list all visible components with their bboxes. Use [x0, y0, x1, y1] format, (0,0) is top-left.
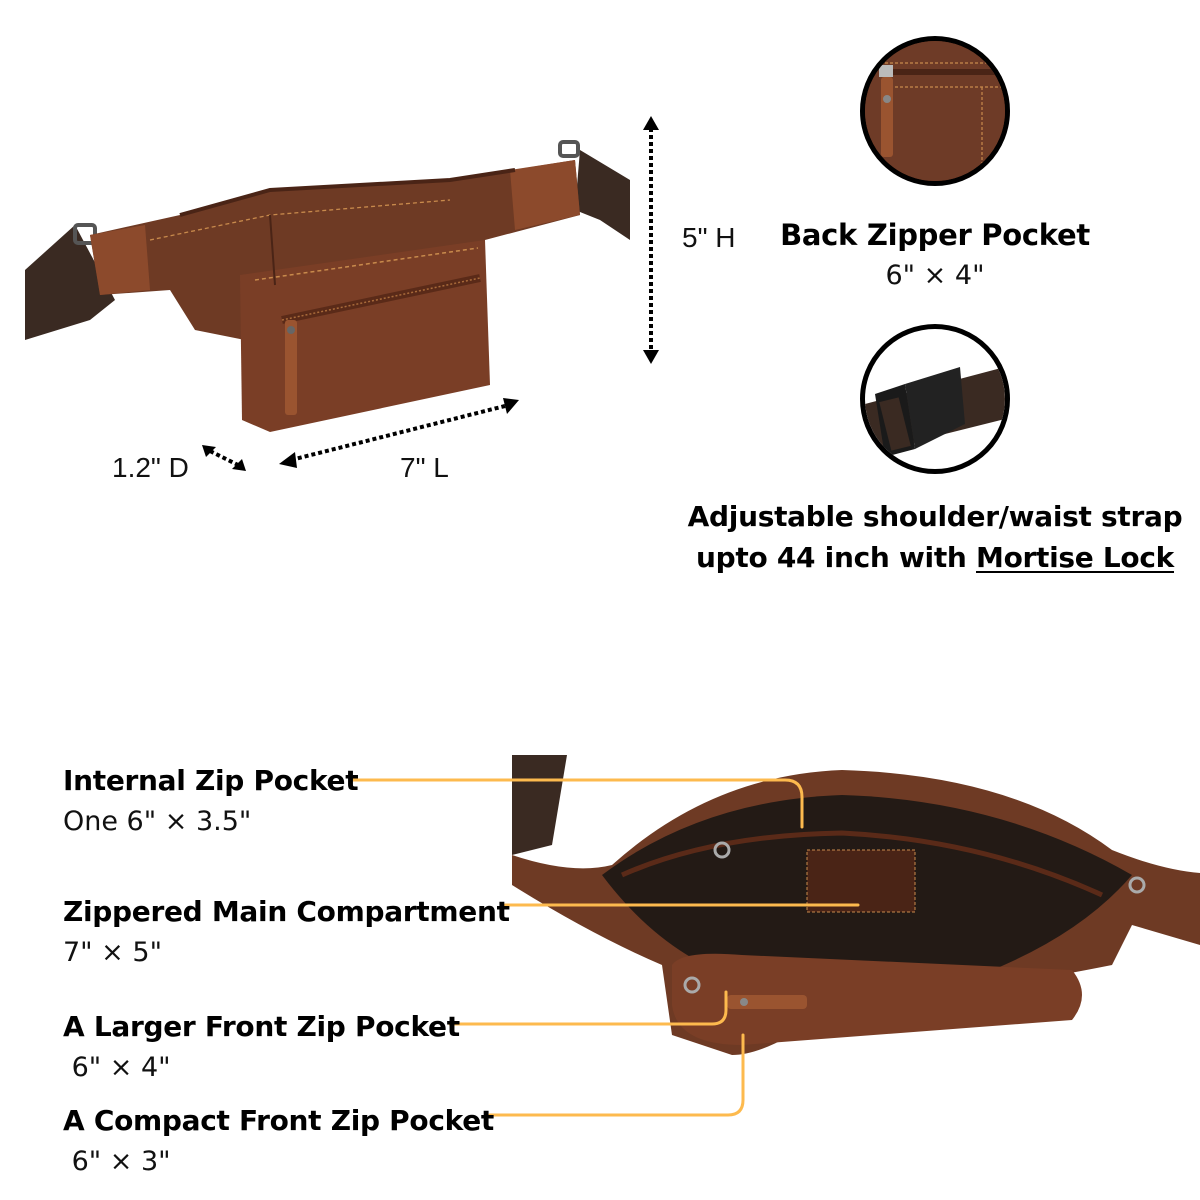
- back-pocket-closeup-image: [860, 36, 1010, 186]
- depth-label: 1.2" D: [112, 452, 189, 483]
- depth-dimension-arrow: [200, 443, 248, 473]
- bag-illustration: [25, 140, 630, 432]
- feature-title-internal-zip-pocket: Internal Zip Pocket: [63, 764, 359, 797]
- feature-title-compact-front-pocket: A Compact Front Zip Pocket: [63, 1104, 494, 1137]
- feature-size-internal-zip-pocket: One 6" × 3.5": [63, 806, 252, 837]
- back-pocket-title: Back Zipper Pocket: [780, 218, 1090, 252]
- strap-description-prefix: upto 44 inch with: [695, 541, 976, 574]
- back-pocket-size: 6" × 4": [885, 260, 985, 291]
- feature-size-larger-front-pocket: 6" × 4": [63, 1052, 171, 1083]
- feature-size-compact-front-pocket: 6" × 3": [63, 1146, 171, 1177]
- bag-interior-view-image: [512, 755, 1200, 1075]
- feature-title-larger-front-pocket: A Larger Front Zip Pocket: [63, 1010, 460, 1043]
- strap-description-line2: upto 44 inch with Mortise Lock: [680, 541, 1190, 574]
- feature-size-main-compartment: 7" × 5": [63, 937, 162, 968]
- feature-title-main-compartment: Zippered Main Compartment: [63, 895, 510, 928]
- buckle-closeup-image: [860, 324, 1010, 474]
- strap-description-line1: Adjustable shoulder/waist strap: [687, 500, 1183, 533]
- height-label: 5" H: [682, 222, 736, 253]
- mortise-lock-link[interactable]: Mortise Lock: [976, 541, 1174, 574]
- bag-side-view-image: [20, 130, 640, 450]
- height-dimension-arrow: [640, 116, 662, 364]
- length-dimension-arrow: [277, 394, 521, 470]
- length-label: 7" L: [400, 452, 449, 483]
